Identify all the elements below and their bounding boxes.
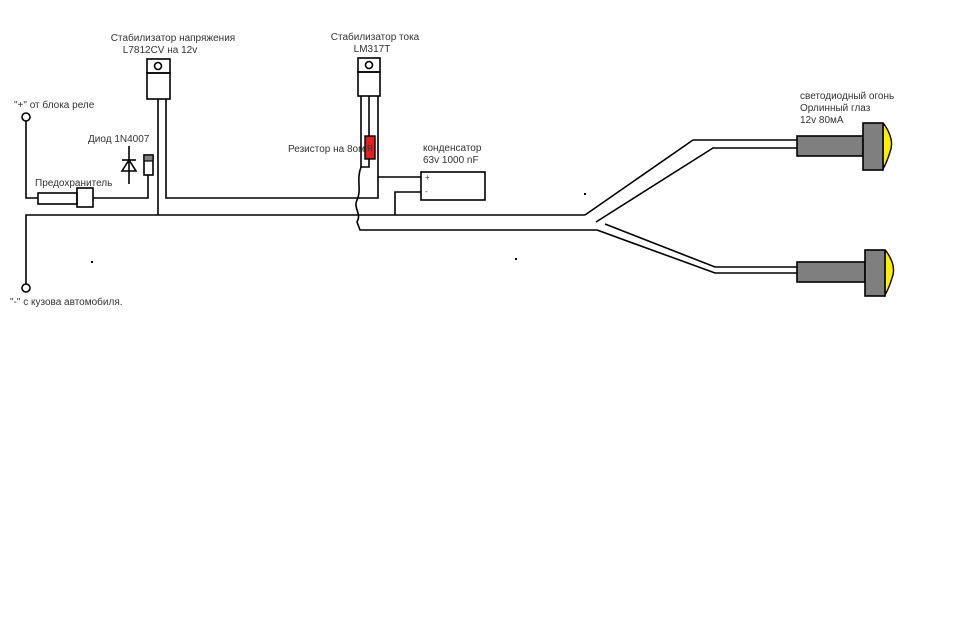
voltage-regulator-model: L7812CV на 12v [123, 45, 197, 56]
minus-terminal-label: "-" с кузова автомобиля. [10, 296, 123, 308]
led-top [796, 122, 893, 172]
minus-terminal [21, 283, 31, 293]
stray-dot [584, 193, 586, 195]
resistor-label: Резистор на 8ом [288, 144, 365, 155]
diode-symbol-icon [120, 146, 138, 184]
current-regulator-lm317 [357, 57, 381, 97]
resistor: R [364, 135, 376, 160]
diode-label: Диод 1N4007 [88, 134, 150, 145]
resistor-mark: R [367, 144, 373, 153]
capacitor-title: конденсатор [423, 143, 482, 154]
voltage-regulator-title: Стабилизатор напряжения [111, 32, 235, 44]
fuse-label: Предохранитель [35, 178, 112, 189]
led-bottom [796, 249, 895, 298]
capacitor-plus: + [425, 173, 430, 182]
stray-dot [515, 258, 517, 260]
capacitor-minus: - [425, 187, 428, 196]
capacitor: + - [420, 171, 486, 201]
plus-terminal [21, 112, 31, 122]
fuse [37, 187, 94, 208]
led-title: светодиодный огонь [800, 91, 894, 102]
capacitor-value: 63v 1000 nF [423, 155, 479, 166]
voltage-regulator-l7812 [146, 58, 171, 100]
current-regulator-title: Стабилизатор тока [331, 31, 420, 43]
led-rating: 12v 80мА [800, 115, 844, 126]
current-regulator-model: LM317T [354, 44, 391, 55]
led-name: Орлинный глаз [800, 103, 871, 114]
stray-dot [91, 261, 93, 263]
diode-body [143, 154, 154, 176]
wires [25, 96, 797, 284]
plus-terminal-label: "+" от блока реле [14, 99, 95, 111]
